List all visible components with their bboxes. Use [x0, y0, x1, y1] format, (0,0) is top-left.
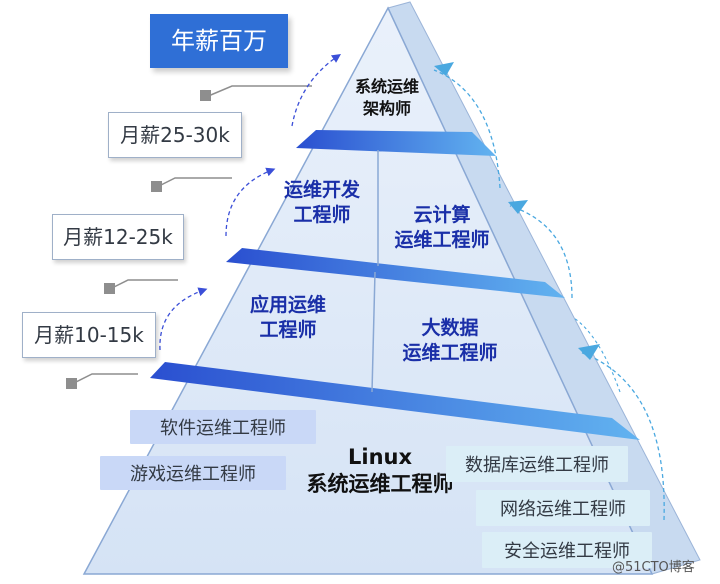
- role-base-title: Linux 系统运维工程师: [280, 444, 480, 498]
- connector-node-tier1: [66, 378, 77, 389]
- base-role-chip: 游戏运维工程师: [100, 456, 286, 490]
- arrow-right-middle-head: [578, 344, 600, 360]
- connector-node-tier2: [104, 283, 115, 294]
- connector-tier1: [71, 373, 138, 385]
- connector-top: [205, 85, 312, 98]
- role-upper-left-line2: 工程师: [293, 204, 351, 226]
- connector-node-top: [200, 90, 211, 101]
- role-apex-line2: 架构师: [362, 99, 411, 118]
- role-apex: 系统运维 架构师: [330, 76, 444, 120]
- arrow-left-upper: [225, 167, 276, 237]
- arrow-right-upper-head: [508, 200, 528, 214]
- salary-label-top: 年薪百万: [150, 14, 288, 68]
- role-middle-right-line2: 运维工程师: [402, 342, 498, 364]
- band-top: [296, 130, 496, 156]
- connector-node-tier3: [151, 181, 162, 192]
- role-middle-right-line1: 大数据: [421, 317, 479, 339]
- role-middle-left-line1: 应用运维: [249, 294, 326, 316]
- role-upper-left-line1: 运维开发: [283, 179, 360, 201]
- arrow-right-middle: [579, 351, 665, 521]
- arrow-right-upper: [509, 205, 573, 299]
- base-role-chip: 网络运维工程师: [476, 490, 650, 526]
- salary-label-tier3: 月薪25-30k: [108, 112, 242, 158]
- band-lower: [150, 362, 640, 440]
- role-middle-left: 应用运维 工程师: [228, 293, 348, 343]
- role-upper-left: 运维开发 工程师: [262, 178, 382, 228]
- salary-label-tier1: 月薪10-15k: [22, 312, 156, 358]
- divider-middle: [371, 271, 376, 393]
- role-upper-right-line1: 云计算: [413, 204, 471, 226]
- base-role-chip: 软件运维工程师: [130, 410, 316, 444]
- watermark: @51CTO博客: [612, 560, 695, 575]
- band-upper: [226, 248, 565, 298]
- role-base-title-line2: 系统运维工程师: [306, 472, 454, 496]
- connector-tier2: [109, 279, 178, 290]
- role-upper-right-line2: 运维工程师: [394, 229, 490, 251]
- arrow-right-top: [433, 69, 501, 189]
- role-middle-right: 大数据 运维工程师: [386, 316, 514, 366]
- salary-label-tier2: 月薪12-25k: [52, 214, 184, 260]
- arrow-left-middle: [159, 287, 208, 351]
- role-middle-left-line2: 工程师: [259, 319, 317, 341]
- connector-tier3: [156, 177, 232, 188]
- role-base-title-line1: Linux: [347, 445, 413, 469]
- arrow-right-top-head: [434, 62, 454, 76]
- base-role-chip: 数据库运维工程师: [446, 446, 628, 482]
- arrow-left-top: [291, 53, 342, 127]
- role-apex-line1: 系统运维: [354, 77, 419, 96]
- role-upper-right: 云计算 运维工程师: [378, 203, 506, 253]
- base-role-chip: 安全运维工程师: [482, 532, 652, 568]
